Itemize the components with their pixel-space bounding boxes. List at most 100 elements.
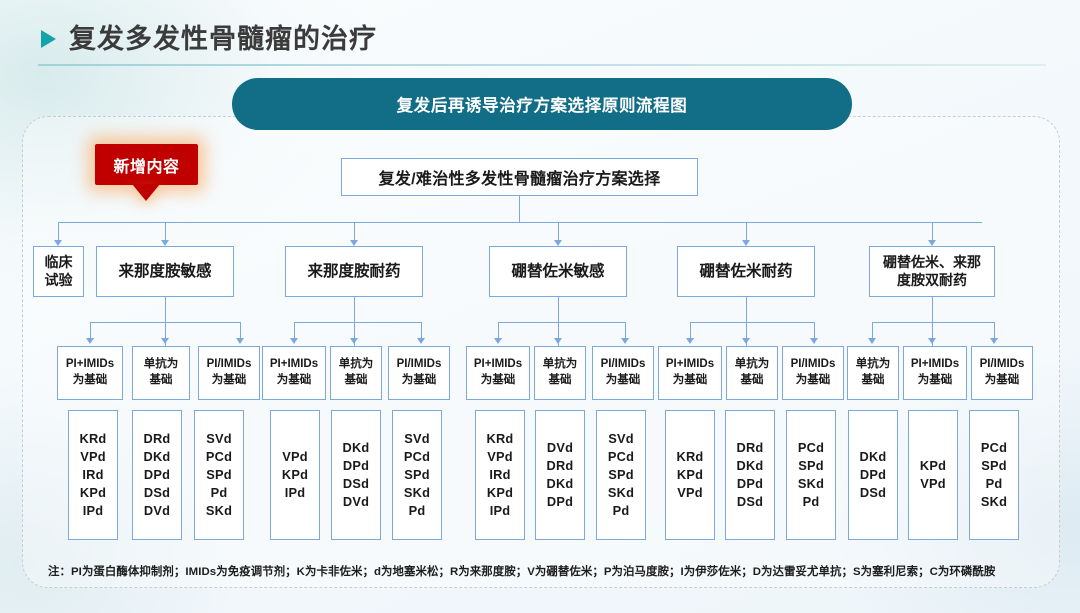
flowchart-title-banner: 复发后再诱导治疗方案选择原则流程图 bbox=[232, 78, 852, 130]
drug-box-1-2[interactable]: SVd PCd SPd Pd SKd bbox=[194, 410, 244, 540]
basis-box-5-1[interactable]: PI+IMIDs 为基础 bbox=[903, 346, 967, 400]
basis-box-2-1[interactable]: 单抗为 基础 bbox=[330, 346, 382, 400]
arrow-branch-4-2 bbox=[809, 338, 818, 344]
basis-label-1-0: PI+IMIDs 为基础 bbox=[65, 358, 115, 386]
connector-branch-2-drop-0 bbox=[294, 322, 295, 340]
connector-drop-cat-4 bbox=[746, 222, 747, 242]
basis-box-3-2[interactable]: PI/IMIDs 为基础 bbox=[592, 346, 654, 400]
category-box-2[interactable]: 来那度胺耐药 bbox=[285, 246, 423, 297]
category-label-3: 硼替佐米敏感 bbox=[511, 262, 605, 280]
category-box-5[interactable]: 硼替佐米、来那 度胺双耐药 bbox=[869, 246, 995, 297]
category-box-1[interactable]: 来那度胺敏感 bbox=[96, 246, 234, 297]
drug-box-2-2[interactable]: SVd PCd SPd SKd Pd bbox=[392, 410, 442, 540]
connector-drop-cat-0 bbox=[58, 222, 59, 242]
drug-box-4-2[interactable]: PCd SPd SKd Pd bbox=[786, 410, 836, 540]
connector-branch-5-drop-0 bbox=[872, 322, 873, 340]
basis-label-2-2: PI/IMIDs 为基础 bbox=[396, 358, 442, 386]
drug-list-4-1: DRd DKd DPd DSd bbox=[736, 439, 764, 510]
drug-list-4-0: KRd KPd VPd bbox=[676, 448, 704, 501]
arrow-branch-3-0 bbox=[493, 338, 502, 344]
footnote-legend: 注：PI为蛋白酶体抑制剂；IMIDs为免疫调节剂；K为卡非佐米；d为地塞米松；R… bbox=[48, 566, 996, 578]
category-label-0: 临床 试验 bbox=[44, 253, 73, 288]
connector-branch-3-drop-0 bbox=[498, 322, 499, 340]
basis-box-2-2[interactable]: PI/IMIDs 为基础 bbox=[388, 346, 450, 400]
new-content-badge-tail bbox=[132, 184, 160, 201]
drug-box-3-2[interactable]: SVd PCd SPd SKd Pd bbox=[596, 410, 646, 540]
arrow-cat-5 bbox=[927, 240, 936, 246]
connector-branch-2-stem bbox=[354, 297, 355, 346]
basis-box-5-0[interactable]: 单抗为 基础 bbox=[847, 346, 899, 400]
connector-branch-5-drop-2 bbox=[994, 322, 995, 340]
basis-label-5-1: PI+IMIDs 为基础 bbox=[910, 358, 960, 386]
basis-box-3-1[interactable]: 单抗为 基础 bbox=[534, 346, 586, 400]
connector-branch-4-drop-2 bbox=[814, 322, 815, 340]
arrow-cat-4 bbox=[741, 240, 750, 246]
basis-label-4-1: 单抗为 基础 bbox=[734, 358, 770, 386]
drug-box-5-2[interactable]: PCd SPd Pd SKd bbox=[969, 410, 1019, 540]
basis-box-4-0[interactable]: PI+IMIDs 为基础 bbox=[658, 346, 722, 400]
connector-branch-2-drop-2 bbox=[421, 322, 422, 340]
arrow-branch-4-0 bbox=[685, 338, 694, 344]
drug-list-2-1: DKd DPd DSd DVd bbox=[342, 439, 370, 510]
category-box-0[interactable]: 临床 试验 bbox=[33, 246, 84, 297]
category-label-5: 硼替佐米、来那 度胺双耐药 bbox=[883, 253, 981, 288]
connector-branch-4-bus bbox=[690, 322, 814, 323]
connector-branch-5-bus bbox=[872, 322, 994, 323]
connector-branch-3-bus bbox=[498, 322, 625, 323]
basis-box-2-0[interactable]: PI+IMIDs 为基础 bbox=[262, 346, 326, 400]
drug-list-5-1: KPd VPd bbox=[919, 457, 947, 491]
arrow-branch-1-2 bbox=[235, 338, 244, 344]
arrow-branch-5-2 bbox=[989, 338, 998, 344]
drug-box-2-1[interactable]: DKd DPd DSd DVd bbox=[331, 410, 381, 540]
connector-branch-1-drop-0 bbox=[90, 322, 91, 340]
drug-list-3-2: SVd PCd SPd SKd Pd bbox=[607, 430, 635, 519]
play-triangle-icon bbox=[41, 30, 56, 48]
connector-root-stem bbox=[519, 196, 520, 222]
basis-box-1-0[interactable]: PI+IMIDs 为基础 bbox=[57, 346, 123, 400]
basis-label-5-2: PI/IMIDs 为基础 bbox=[979, 358, 1025, 386]
connector-branch-1-stem bbox=[165, 297, 166, 346]
drug-box-1-1[interactable]: DRd DKd DPd DSd DVd bbox=[132, 410, 182, 540]
drug-list-3-0: KRd VPd IRd KPd IPd bbox=[486, 430, 514, 519]
category-box-3[interactable]: 硼替佐米敏感 bbox=[489, 246, 627, 297]
basis-label-2-1: 单抗为 基础 bbox=[338, 358, 374, 386]
category-box-4[interactable]: 硼替佐米耐药 bbox=[677, 246, 815, 297]
basis-box-4-1[interactable]: 单抗为 基础 bbox=[726, 346, 778, 400]
basis-box-3-0[interactable]: PI+IMIDs 为基础 bbox=[466, 346, 530, 400]
drug-box-4-1[interactable]: DRd DKd DPd DSd bbox=[725, 410, 775, 540]
drug-list-2-2: SVd PCd SPd SKd Pd bbox=[403, 430, 431, 519]
connector-branch-5-stem bbox=[932, 297, 933, 346]
arrow-branch-3-2 bbox=[620, 338, 629, 344]
drug-list-4-2: PCd SPd SKd Pd bbox=[797, 439, 825, 510]
basis-label-3-2: PI/IMIDs 为基础 bbox=[600, 358, 646, 386]
drug-box-3-0[interactable]: KRd VPd IRd KPd IPd bbox=[475, 410, 525, 540]
arrow-branch-1-1 bbox=[160, 338, 169, 344]
drug-box-3-1[interactable]: DVd DRd DKd DPd bbox=[535, 410, 585, 540]
connector-drop-cat-2 bbox=[354, 222, 355, 242]
drug-box-2-0[interactable]: VPd KPd IPd bbox=[270, 410, 320, 540]
basis-box-1-1[interactable]: 单抗为 基础 bbox=[132, 346, 190, 400]
drug-box-1-0[interactable]: KRd VPd IRd KPd IPd bbox=[68, 410, 118, 540]
arrow-branch-4-1 bbox=[741, 338, 750, 344]
basis-label-3-1: 单抗为 基础 bbox=[542, 358, 578, 386]
connector-branch-3-drop-2 bbox=[625, 322, 626, 340]
connector-branch-3-stem bbox=[558, 297, 559, 346]
drug-list-3-1: DVd DRd DKd DPd bbox=[546, 439, 574, 510]
basis-box-5-2[interactable]: PI/IMIDs 为基础 bbox=[971, 346, 1033, 400]
arrow-branch-3-1 bbox=[553, 338, 562, 344]
slide-header: 复发多发性骨髓瘤的治疗 bbox=[38, 14, 1046, 66]
drug-list-2-0: VPd KPd IPd bbox=[281, 448, 309, 501]
connector-level2-bus bbox=[58, 222, 982, 223]
category-label-1: 来那度胺敏感 bbox=[118, 262, 212, 280]
drug-box-5-1[interactable]: KPd VPd bbox=[908, 410, 958, 540]
drug-box-5-0[interactable]: DKd DPd DSd bbox=[848, 410, 898, 540]
drug-list-1-0: KRd VPd IRd KPd IPd bbox=[79, 430, 107, 519]
category-label-2: 来那度胺耐药 bbox=[307, 262, 401, 280]
root-decision-box[interactable]: 复发/难治性多发性骨髓瘤治疗方案选择 bbox=[341, 158, 698, 196]
drug-box-4-0[interactable]: KRd KPd VPd bbox=[665, 410, 715, 540]
basis-box-1-2[interactable]: PI/IMIDs 为基础 bbox=[198, 346, 260, 400]
connector-branch-4-drop-0 bbox=[690, 322, 691, 340]
arrow-cat-3 bbox=[553, 240, 562, 246]
basis-box-4-2[interactable]: PI/IMIDs 为基础 bbox=[782, 346, 844, 400]
